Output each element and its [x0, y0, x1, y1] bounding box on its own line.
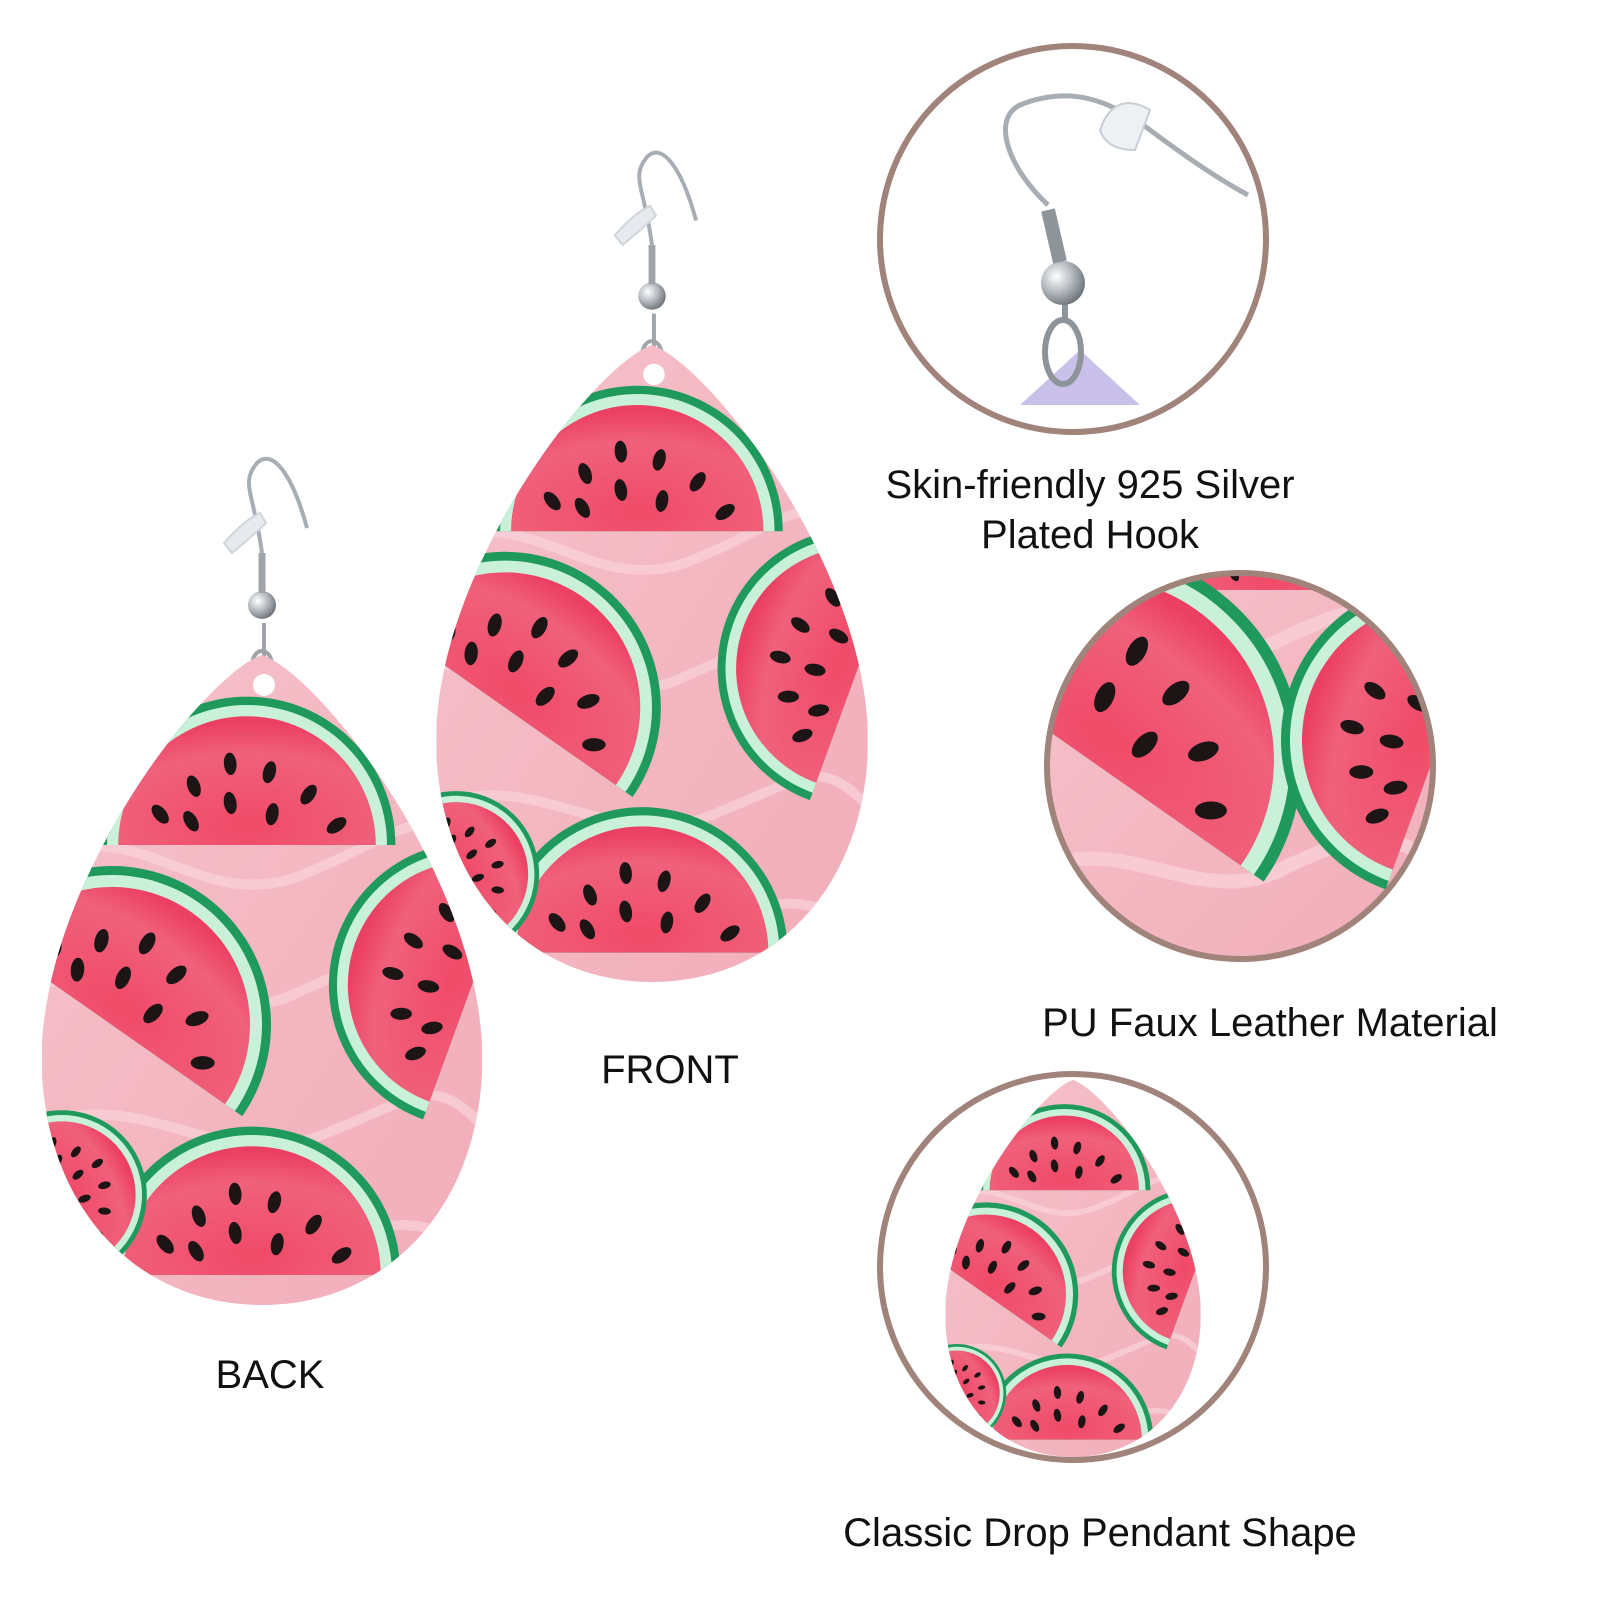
hook-detail-circle [877, 43, 1269, 435]
hook-caption: Skin-friendly 925 Silver Plated Hook [840, 460, 1340, 560]
front-label: FRONT [601, 1048, 739, 1092]
hook-caption-line2: Plated Hook [981, 513, 1199, 557]
material-detail-circle [1044, 570, 1436, 962]
back-earring [0, 459, 521, 1315]
hook-caption-line1: Skin-friendly 925 Silver [885, 463, 1295, 507]
material-caption: PU Faux Leather Material [1042, 1001, 1498, 1045]
shape-detail-circle [877, 1071, 1269, 1463]
back-label: BACK [215, 1353, 325, 1397]
shape-caption: Classic Drop Pendant Shape [843, 1511, 1357, 1555]
front-earring [377, 153, 905, 992]
